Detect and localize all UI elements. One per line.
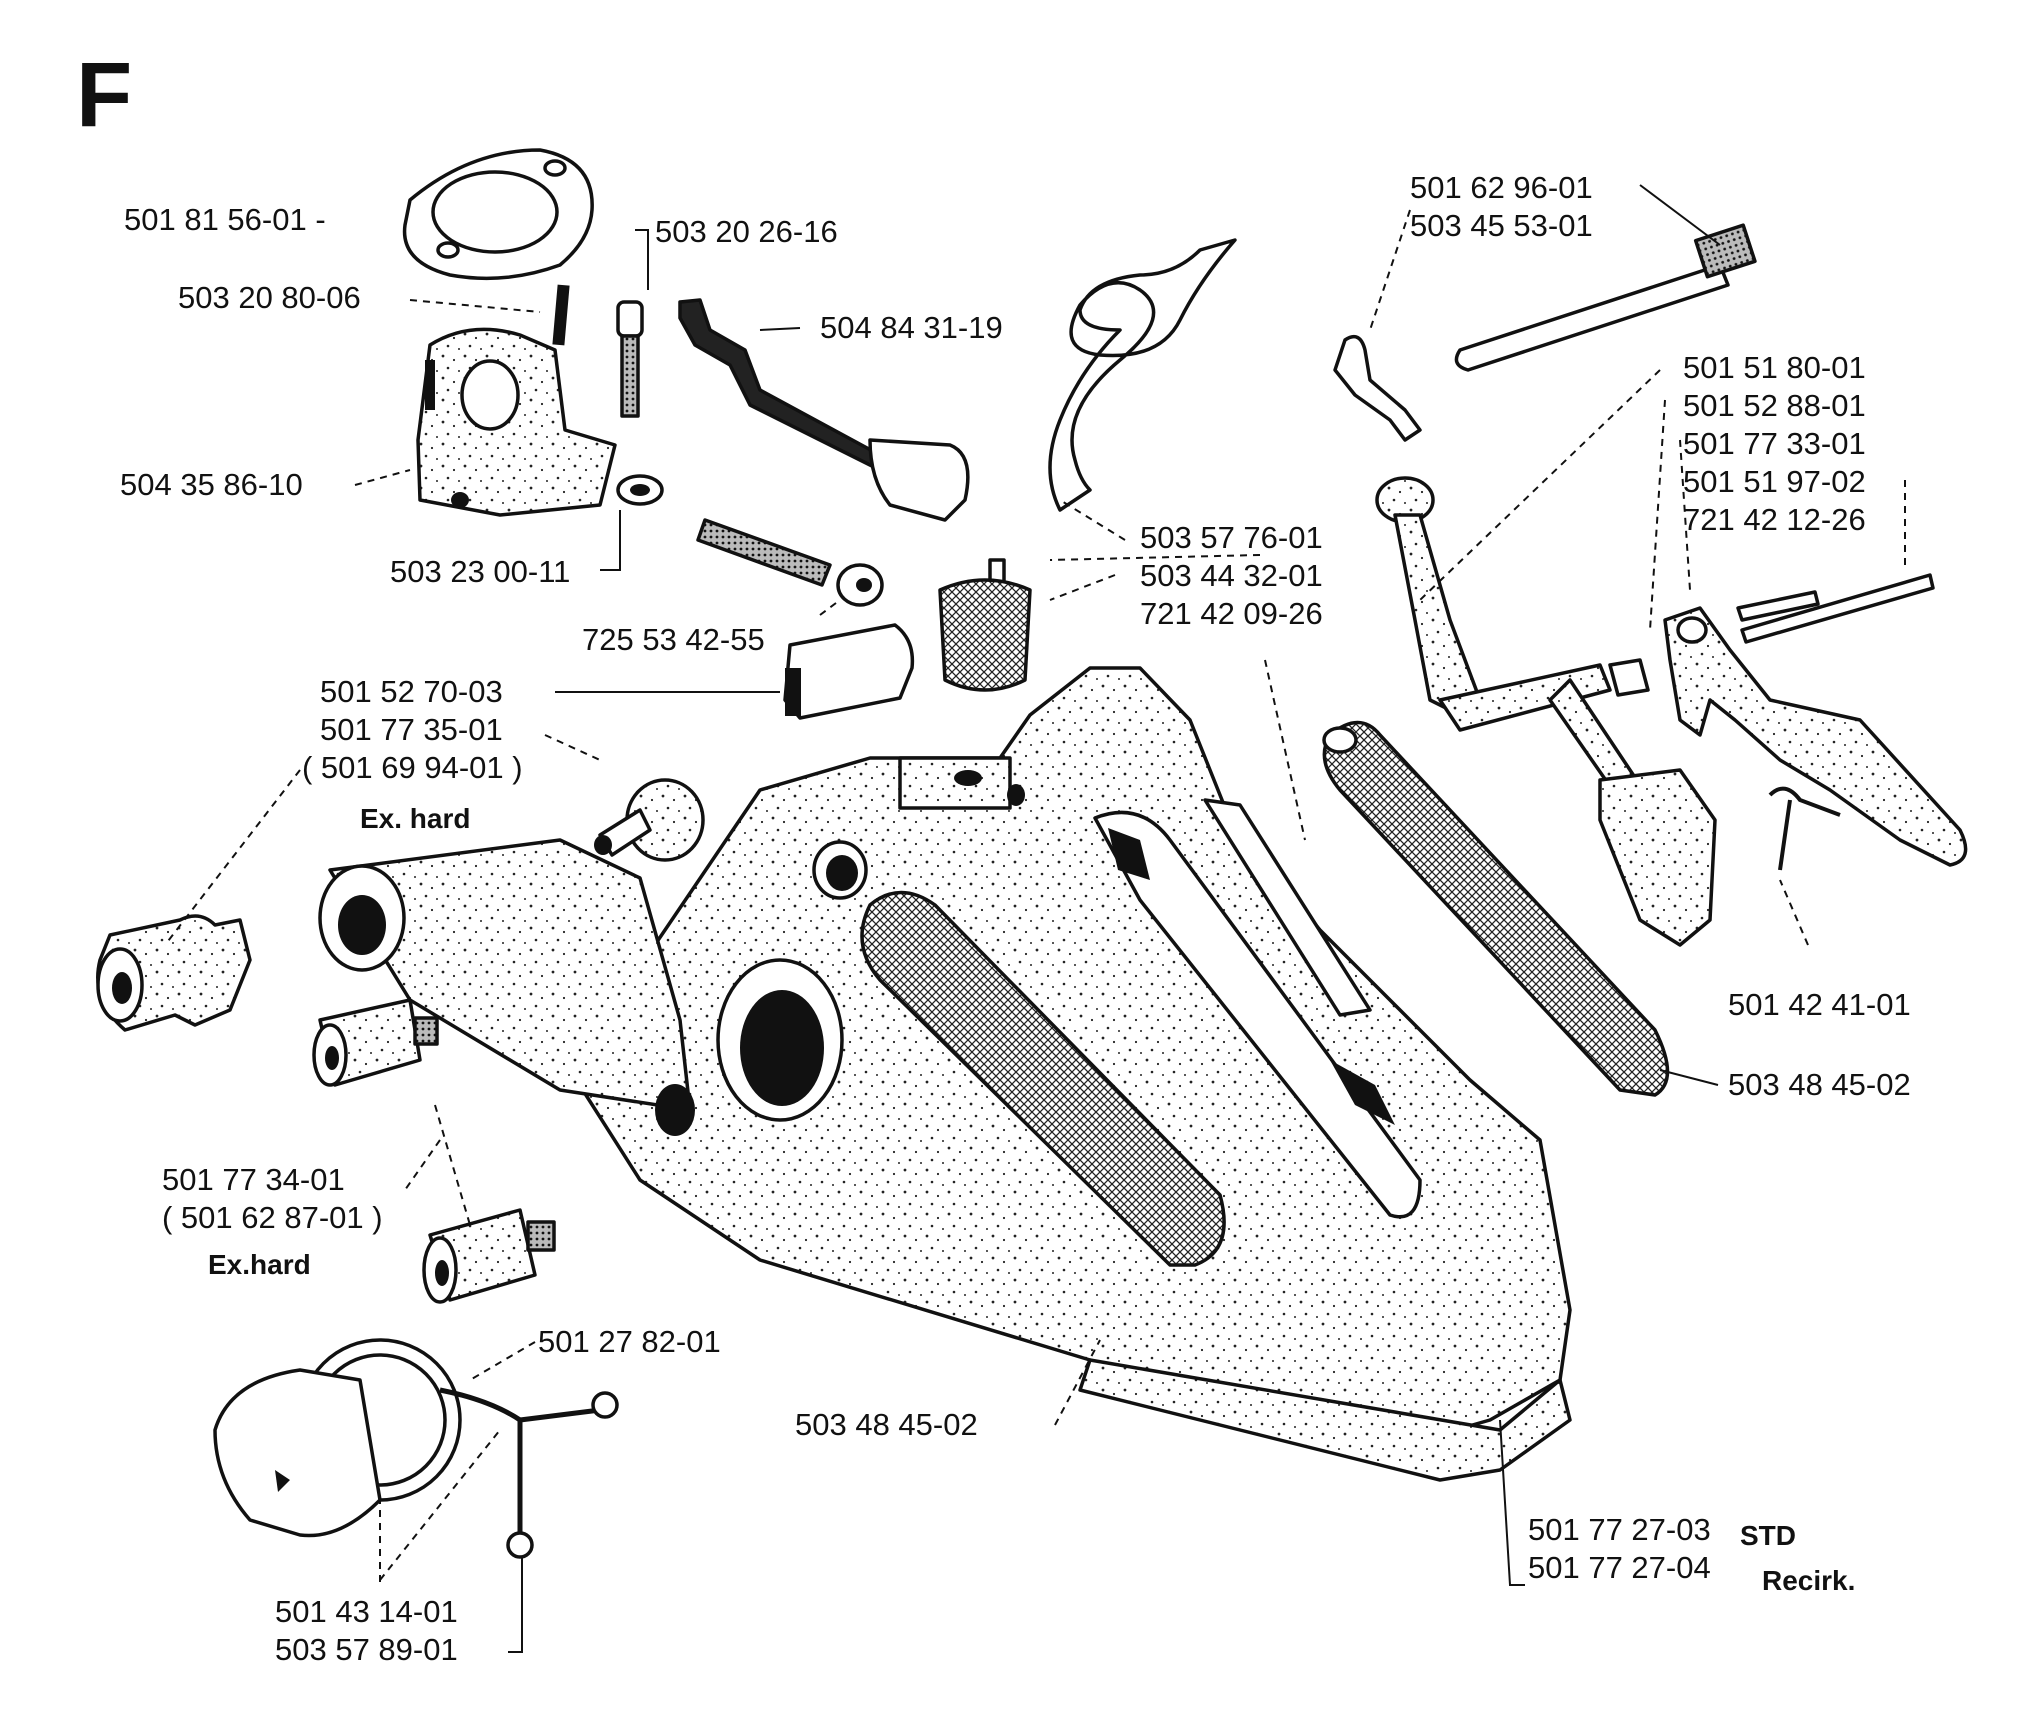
- part-label: 503 20 26-16: [655, 214, 838, 249]
- bearing-part: [96, 914, 252, 1032]
- part-label: ( 501 62 87-01 ): [162, 1200, 383, 1235]
- crankcase-housing: [318, 666, 1572, 1482]
- throttle-lever-part: [1663, 606, 1968, 867]
- part-label: 503 20 80-06: [178, 280, 361, 315]
- note-ex-hard: Ex.hard: [208, 1249, 311, 1280]
- part-label: 503 45 53-01: [1410, 208, 1593, 243]
- variant-notes: Ex. hard Ex.hard STD Recirk.: [208, 803, 1855, 1596]
- valve-part: [594, 778, 705, 862]
- nozzle-part-lower: [422, 1208, 556, 1304]
- pin-parts: [1736, 573, 1935, 644]
- part-label: 501 77 34-01: [162, 1162, 345, 1197]
- screw-part: [616, 300, 644, 418]
- part-label: 721 42 12-26: [1683, 502, 1866, 537]
- washer-part: [616, 474, 664, 506]
- leader-lines: [164, 184, 1906, 1653]
- tab-part: [783, 623, 915, 720]
- part-label: 501 42 41-01: [1728, 987, 1911, 1022]
- part-label: 721 42 09-26: [1140, 596, 1323, 631]
- part-label: 501 52 88-01: [1683, 388, 1866, 423]
- note-recirk: Recirk.: [1762, 1565, 1855, 1596]
- part-label: 501 77 35-01: [320, 712, 503, 747]
- flange-part: [416, 284, 617, 517]
- handle-grip-part: [1322, 720, 1670, 1097]
- part-label: 501 27 82-01: [538, 1324, 721, 1359]
- part-label: 501 81 56-01 -: [124, 202, 326, 237]
- note-std: STD: [1740, 1520, 1796, 1551]
- part-label: 503 48 45-02: [795, 1407, 978, 1442]
- part-label: 503 57 89-01: [275, 1632, 458, 1667]
- nozzle-part-upper: [312, 998, 439, 1087]
- part-label: 501 51 80-01: [1683, 350, 1866, 385]
- fuel-hose-part: [1048, 238, 1237, 512]
- part-label: 501 77 27-03: [1528, 1512, 1711, 1547]
- long-rod-part: [1454, 223, 1757, 372]
- spring-clip-part: [1333, 334, 1422, 442]
- part-label: 503 57 76-01: [1140, 520, 1323, 555]
- part-label: 725 53 42-55: [582, 622, 765, 657]
- part-label: 504 84 31-19: [820, 310, 1003, 345]
- part-label: 501 77 27-04: [1528, 1550, 1711, 1585]
- part-label: 501 62 96-01: [1410, 170, 1593, 205]
- section-letter: F: [76, 44, 132, 146]
- part-label: 504 35 86-10: [120, 467, 303, 502]
- oil-cap-part: [213, 1338, 619, 1559]
- part-label: ( 501 69 94-01 ): [302, 750, 523, 785]
- note-ex-hard: Ex. hard: [360, 803, 470, 834]
- part-label: 501 52 70-03: [320, 674, 503, 709]
- part-label: 501 43 14-01: [275, 1594, 458, 1629]
- part-label: 501 51 97-02: [1683, 464, 1866, 499]
- part-label: 503 44 32-01: [1140, 558, 1323, 593]
- rod-part: [678, 298, 970, 522]
- bolt-part: [696, 518, 884, 607]
- torsion-spring-part: [1768, 786, 1841, 871]
- part-label: 503 23 00-11: [390, 554, 570, 589]
- trigger-lever-part: [1375, 476, 1717, 947]
- part-label: 501 77 33-01: [1683, 426, 1866, 461]
- fuel-filter-part: [938, 558, 1032, 692]
- gasket-part: [402, 148, 594, 281]
- part-label: 503 48 45-02: [1728, 1067, 1911, 1102]
- part-labels: 501 81 56-01 - 503 20 80-06 503 20 26-16…: [120, 170, 1911, 1667]
